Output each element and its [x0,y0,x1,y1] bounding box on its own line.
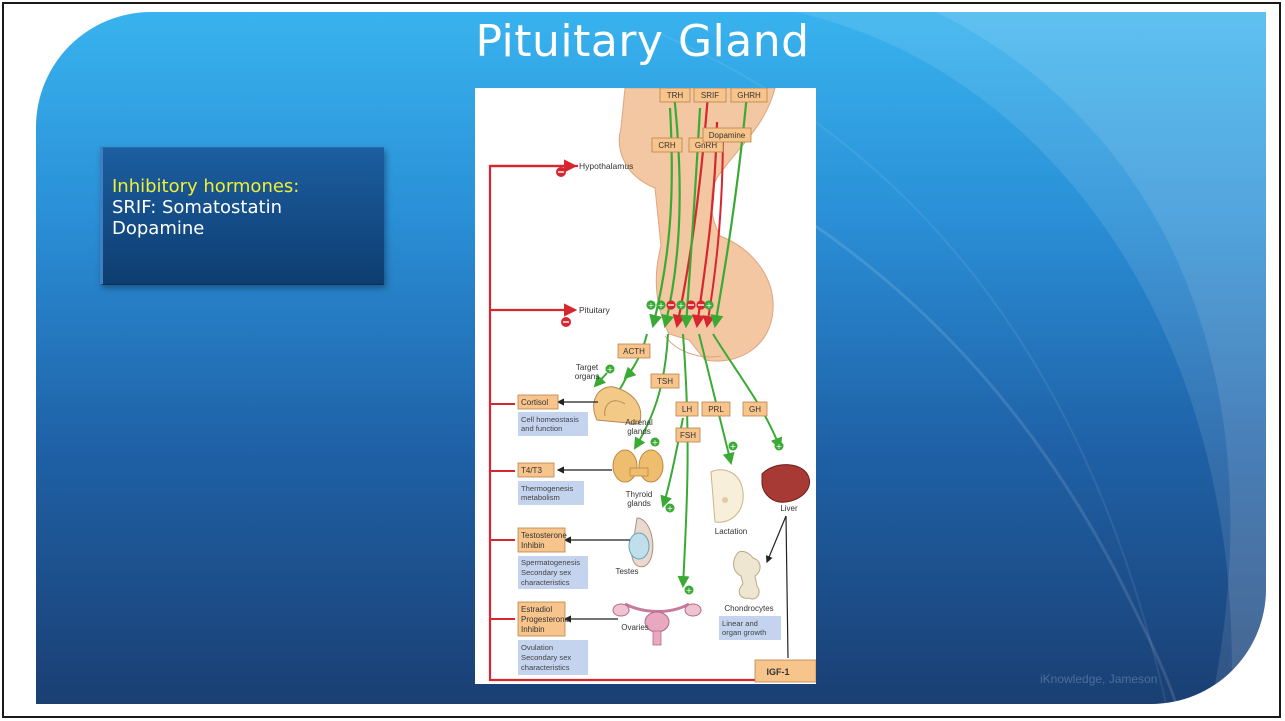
effect-cortisol-1: Cell homeostasis [521,415,579,424]
inhibitory-hormones-box: Inhibitory hormones: SRIF: Somatostatin … [100,147,384,285]
box-dopamine: Dopamine [709,131,746,140]
product-igf1: IGF-1 [766,667,789,677]
pituitary-axis-diagram: Hypothalamus Pituitary + + + + [475,88,816,684]
liver-label: Liver [780,504,798,513]
testes-label: Testes [615,567,638,576]
product-t4t3: T4/T3 [521,466,542,475]
path-fsh [683,334,688,586]
svg-text:+: + [648,301,655,310]
box-fsh: FSH [680,431,696,440]
svg-text:+: + [730,442,737,451]
adrenal-label-line2: glands [627,427,651,436]
testes-illustration [629,518,653,567]
effect-thyroid-2: metabolism [521,493,560,502]
ovaries-label: Ovaries [621,623,649,632]
box-ghrh: GHRH [737,91,761,100]
product-inhibin-female: Inhibin [521,625,545,634]
product-testosterone: Testosterone [521,531,567,540]
adrenal-label-line1: Adrenal [625,418,653,427]
product-cortisol: Cortisol [521,398,548,407]
product-inhibin-male: Inhibin [521,541,545,550]
box-acth: ACTH [623,347,645,356]
svg-text:+: + [652,438,659,447]
effect-growth-2: organ growth [722,628,766,637]
box-srif: SRIF [701,91,719,100]
box-trh: TRH [667,91,684,100]
slide-title: Pituitary Gland [0,16,1285,67]
effect-testes-3: characteristics [521,578,570,587]
svg-text:+: + [776,442,783,451]
effect-testes-1: Spermatogenesis [521,558,580,567]
infobox-heading: Inhibitory hormones: [112,176,376,197]
effect-ovaries-1: Ovulation [521,643,553,652]
effect-cortisol-2: and function [521,424,562,433]
thyroid-label-line1: Thyroid [626,490,653,499]
source-credit: iKnowledge, Jameson [1040,672,1157,686]
effect-thyroid-1: Thermogenesis [521,484,574,493]
box-gh: GH [749,405,761,414]
box-crh: CRH [658,141,676,150]
product-estradiol: Estradiol [521,605,552,614]
svg-text:+: + [706,301,713,310]
effect-ovaries-3: characteristics [521,663,570,672]
effect-ovaries-2: Secondary sex [521,653,571,662]
svg-text:+: + [658,301,665,310]
thyroid-label-line2: glands [627,499,651,508]
target-organs-line2: organs [575,372,599,381]
chondrocytes-label: Chondrocytes [724,604,773,613]
effect-growth-1: Linear and [722,619,758,628]
svg-text:+: + [678,301,685,310]
svg-text:+: + [667,504,674,513]
lactation-label: Lactation [715,527,747,536]
liver-illustration [762,465,810,503]
thyroid-illustration [613,450,663,482]
pituitary-label: Pituitary [579,305,610,315]
box-lh: LH [682,405,692,414]
bone-illustration [734,551,761,599]
box-prl: PRL [708,405,724,414]
target-organs-line1: Target [576,363,599,372]
box-tsh: TSH [657,377,673,386]
infobox-line-dopamine: Dopamine [112,218,376,239]
svg-text:+: + [686,586,693,595]
hypothalamus-label: Hypothalamus [579,161,633,171]
product-progesterone: Progesterone [521,615,570,624]
infobox-line-srif: SRIF: Somatostatin [112,197,376,218]
svg-text:+: + [607,365,614,374]
breast-illustration [711,470,743,522]
effect-testes-2: Secondary sex [521,568,571,577]
